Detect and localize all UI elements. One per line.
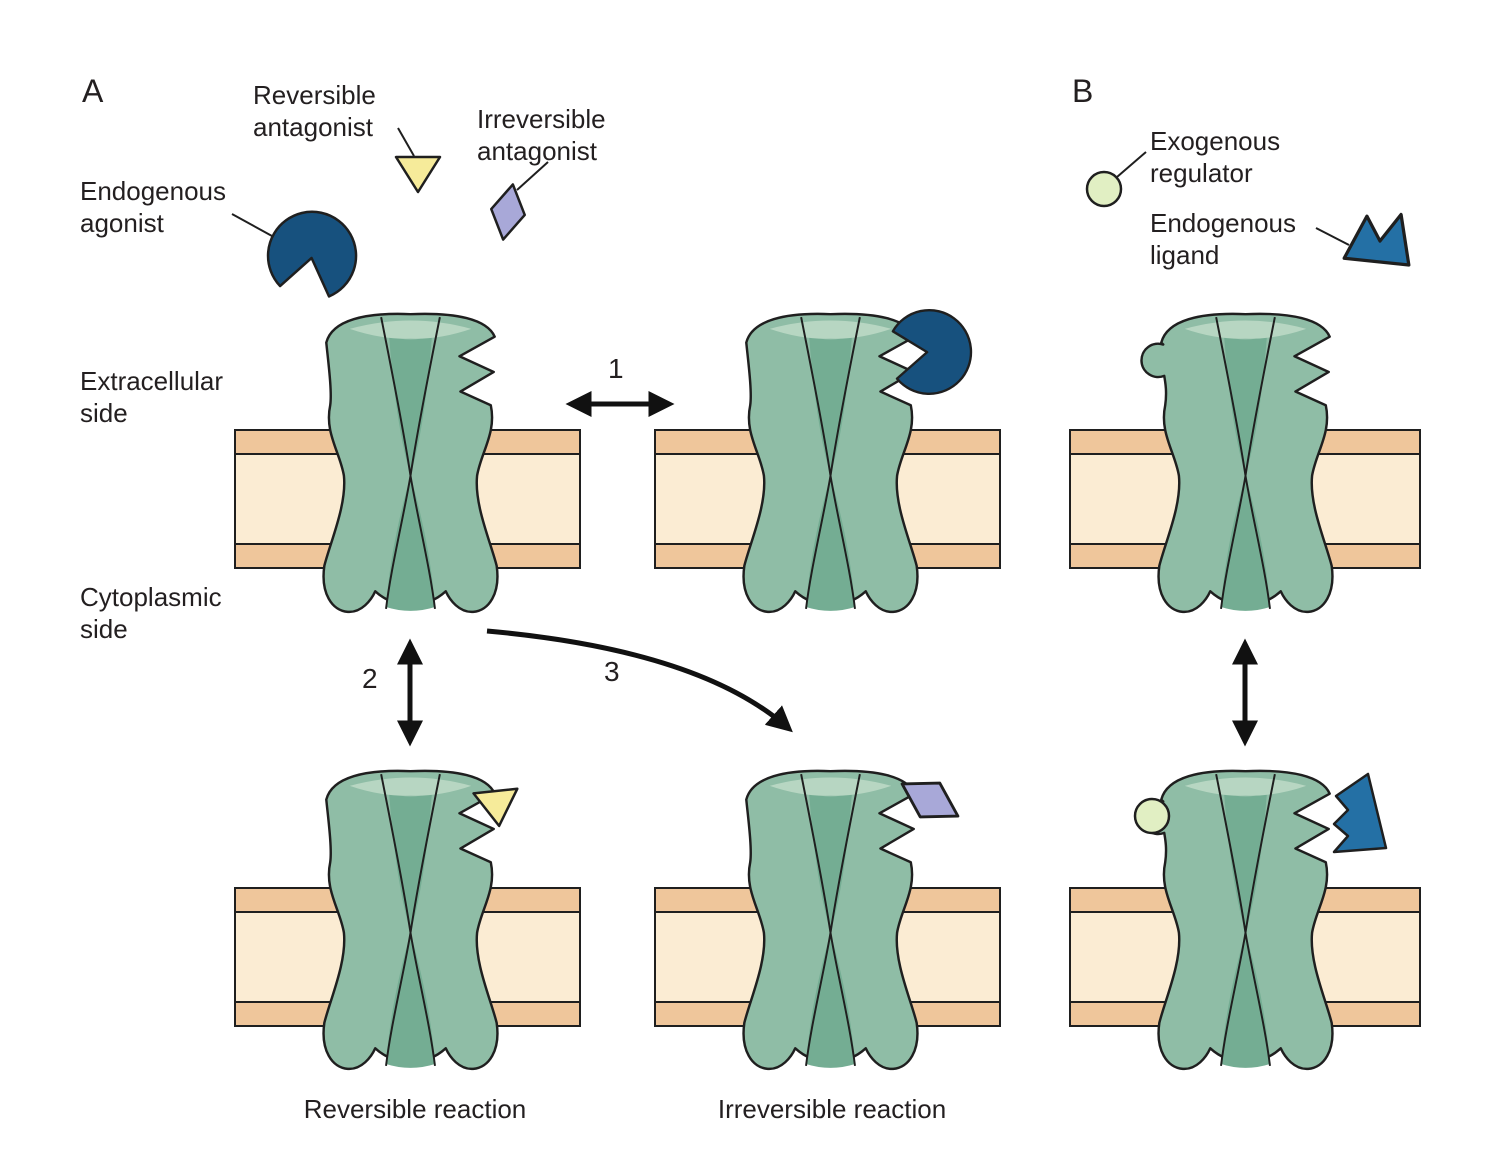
receptor-unbound-top-left [322,312,499,614]
leader-irreversible-antagonist [516,161,549,191]
step-2-label: 2 [362,663,378,694]
step-3-label: 3 [604,656,620,687]
step-1-label: 1 [608,353,624,384]
reversible-antagonist-icon [394,155,442,194]
irreversible-antagonist-icon [485,180,531,244]
label-cytoplasmic-side: Cytoplasmic side [80,582,222,644]
label-endogenous-ligand: Endogenous ligand [1150,208,1297,270]
leader-reversible-antagonist [397,127,415,157]
label-extracellular-side: Extracellular side [80,366,224,428]
caption-irreversible-reaction: Irreversible reaction [717,1094,947,1124]
panel-a-label: A [82,73,104,109]
arrow-step-3 [486,628,793,733]
label-irreversible-antagonist: Irreversible antagonist [477,104,606,166]
caption-reversible-reaction: Reversible reaction [303,1094,527,1124]
endogenous-agonist-icon [260,202,366,302]
endogenous-ligand-icon [1342,207,1416,267]
exogenous-regulator-icon [1085,170,1123,208]
label-endogenous-agonist: Endogenous agonist [80,176,227,238]
bound-endogenous-ligand [1332,772,1388,854]
leader-endogenous-ligand [1315,227,1350,246]
panel-b-label: B [1072,73,1094,109]
receptor-agonist-bound [742,312,919,614]
label-reversible-antagonist: Reversible antagonist [253,80,376,142]
bound-exogenous-regulator [1133,797,1171,835]
label-exogenous-regulator: Exogenous regulator [1150,126,1281,188]
leader-exogenous-regulator [1116,151,1147,178]
bound-endogenous-agonist [890,305,976,398]
receptor-irreversible-bound [742,769,919,1071]
receptor-reversible-bound [322,769,499,1071]
leader-endogenous-agonist [231,213,273,237]
